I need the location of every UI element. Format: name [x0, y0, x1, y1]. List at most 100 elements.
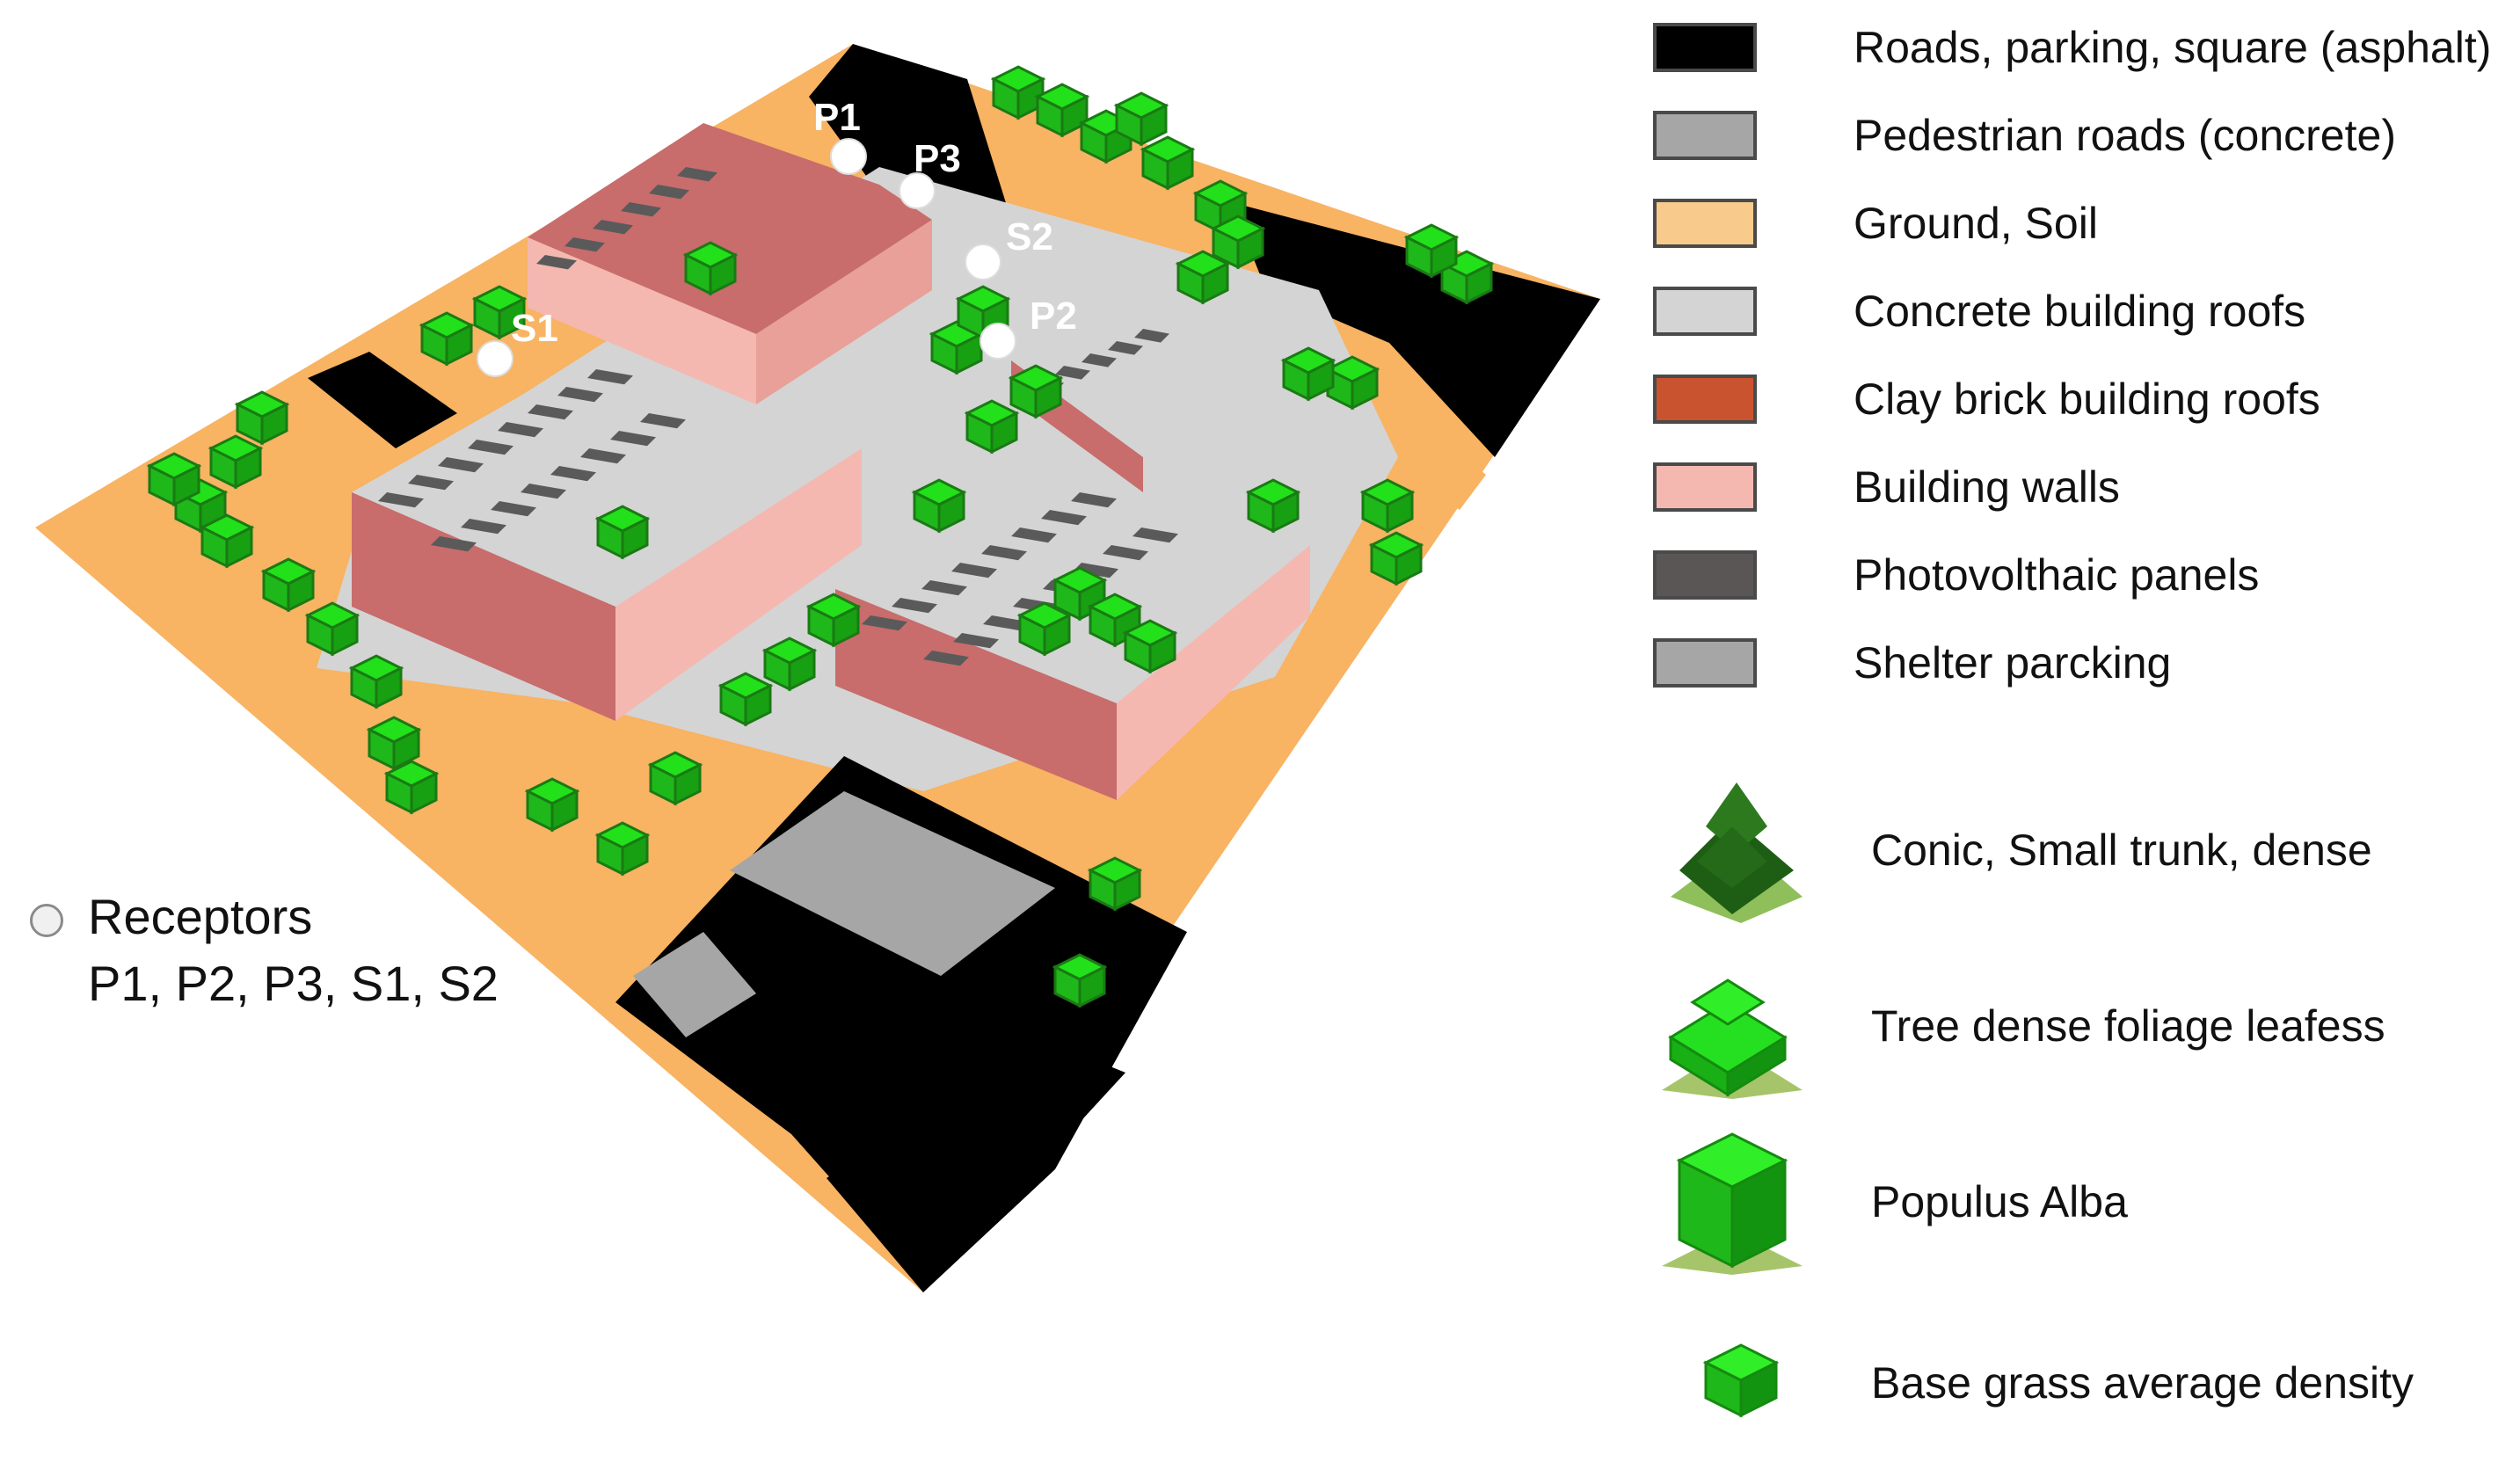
legend-label: Photovolthaic panels	[1854, 550, 2260, 600]
legend-vegetation-row: Conic, Small trunk, dense	[1653, 765, 2515, 923]
tree	[990, 65, 1046, 120]
receptor-s2	[965, 244, 1001, 280]
receptor-label-s2: S2	[1006, 215, 1053, 258]
building-west-wall-side	[615, 448, 862, 721]
legend-swatch	[1653, 287, 1757, 336]
tree	[761, 637, 818, 692]
receptor-label-p3: P3	[914, 137, 961, 180]
tree	[1113, 91, 1169, 147]
shelter-parking-2	[633, 932, 756, 1037]
pv-panel	[983, 615, 1029, 631]
building-west-roof	[352, 352, 862, 607]
tree	[594, 505, 651, 560]
tree	[594, 821, 651, 877]
pv-panel	[1073, 563, 1118, 578]
tree	[682, 241, 739, 296]
asphalt-steps-south	[827, 1055, 1125, 1292]
legend-swatch	[1653, 23, 1757, 72]
pv-panel	[1133, 528, 1178, 543]
receptor-symbol	[30, 904, 63, 937]
pv-panel	[1108, 341, 1143, 355]
legend-vegetation-label: Base grass average density	[1871, 1358, 2414, 1408]
pv-panel	[981, 545, 1027, 561]
asphalt-parking-west	[308, 352, 457, 448]
tree	[647, 751, 703, 806]
tree	[208, 434, 264, 490]
pv-panel	[587, 369, 633, 385]
pv-panel	[408, 475, 454, 491]
pv-panel	[564, 237, 605, 252]
receptor-label-p1: P1	[813, 96, 861, 139]
tree	[366, 716, 422, 771]
pv-panel	[438, 457, 484, 473]
legend-label: Concrete building roofs	[1854, 287, 2306, 336]
legend-vegetation-label: Populus Alba	[1871, 1177, 2128, 1226]
dense-foliage-tree-icon	[1662, 979, 1803, 1099]
conic-tree-icon	[1671, 782, 1803, 923]
tree	[1245, 478, 1301, 534]
pv-panel	[461, 519, 506, 535]
legend-material-row: Ground, Soil	[1653, 188, 2515, 258]
tree	[471, 285, 528, 340]
receptor-label-s1: S1	[511, 307, 558, 350]
tree	[419, 311, 475, 367]
receptor-label-p2: P2	[1030, 295, 1077, 338]
legend-swatch	[1653, 462, 1757, 512]
receptor-p2	[980, 323, 1016, 360]
pv-panel	[1071, 492, 1117, 508]
legend: Roads, parking, square (asphalt) Pedestri…	[1653, 0, 2515, 1426]
legend-vegetation-label: Conic, Small trunk, dense	[1871, 826, 2372, 875]
tree	[1052, 566, 1108, 622]
building-north-roof	[528, 123, 932, 334]
receptor-p1	[830, 138, 867, 175]
legend-material-row: Pedestrian roads (concrete)	[1653, 100, 2515, 171]
legend-material-row: Photovolthaic panels	[1653, 540, 2515, 610]
pv-panel	[521, 484, 566, 499]
asphalt-road-east	[1231, 202, 1600, 457]
receptors-title: Receptors	[88, 889, 313, 944]
tree	[1280, 346, 1336, 402]
pv-panel	[1041, 510, 1087, 526]
legend-swatch	[1653, 111, 1757, 160]
pv-panel	[649, 185, 689, 200]
pv-panel	[498, 422, 543, 438]
pv-panel	[1055, 366, 1090, 380]
tree	[1403, 223, 1460, 279]
pv-panel	[468, 440, 513, 455]
pv-panel	[953, 633, 999, 649]
tree	[1175, 250, 1231, 305]
legend-vegetation-row: Populus Alba	[1653, 1117, 2515, 1275]
building-southeast-wall-side	[1117, 545, 1310, 800]
pv-panel	[528, 404, 573, 420]
tree	[146, 452, 202, 507]
photovoltaic-panels	[378, 167, 1178, 666]
legend-label: Building walls	[1854, 462, 2120, 512]
pv-panel	[923, 651, 969, 666]
tree	[1034, 83, 1090, 138]
legend-vegetation-row: Base grass average density	[1653, 1319, 2515, 1477]
pv-panel	[378, 492, 424, 508]
tree	[524, 777, 580, 833]
legend-swatch	[1653, 550, 1757, 600]
trees	[146, 65, 1495, 1008]
building-north-wall-side	[756, 220, 932, 404]
legend-vegetation-label: Tree dense foliage leafess	[1871, 1001, 2385, 1051]
building-northeast-roof	[1011, 325, 1275, 457]
tree	[911, 478, 967, 534]
building-north-wall-front	[528, 237, 756, 404]
tree	[1210, 215, 1266, 270]
legend-vegetation-row: Tree dense foliage leafess	[1653, 941, 2515, 1099]
tree	[805, 593, 862, 648]
shelter-parking-1	[730, 791, 1055, 976]
tree	[1122, 619, 1178, 674]
legend-swatch	[1653, 199, 1757, 248]
pv-panel	[1011, 528, 1057, 543]
pv-panel	[640, 413, 686, 429]
legend-swatch	[1653, 375, 1757, 424]
building-west-wall-front	[352, 492, 615, 721]
legend-material-row: Clay brick building roofs	[1653, 364, 2515, 434]
legend-label: Roads, parking, square (asphalt)	[1854, 23, 2492, 72]
pv-panel	[536, 255, 577, 270]
pv-panel	[1134, 329, 1169, 343]
